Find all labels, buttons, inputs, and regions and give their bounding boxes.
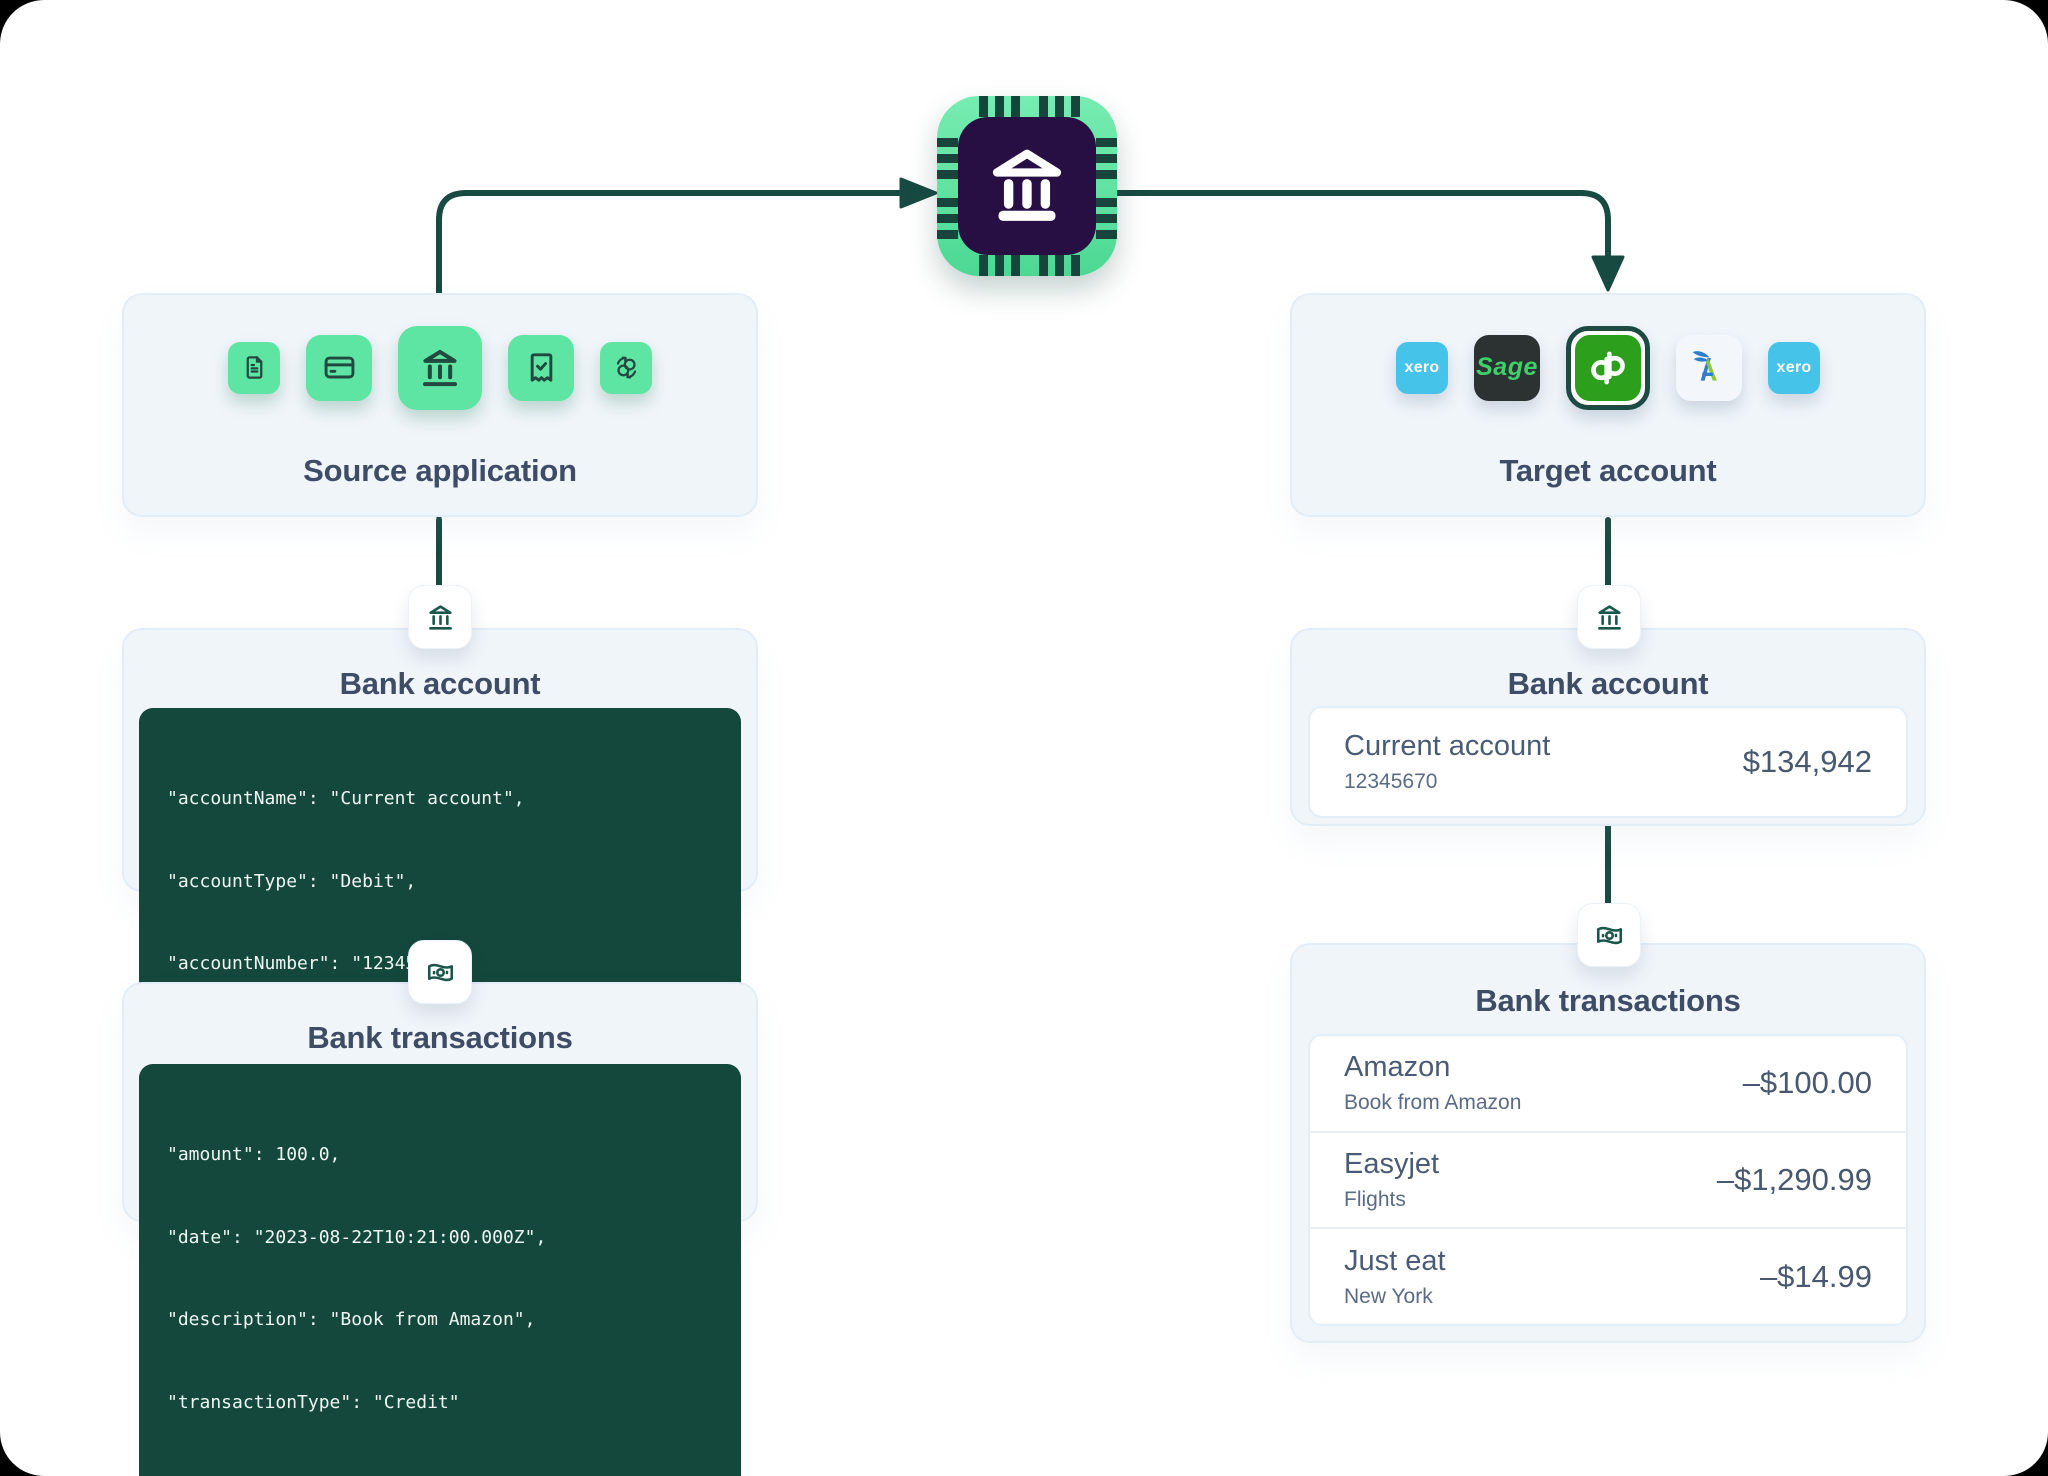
transaction-amount: –$14.99 bbox=[1760, 1259, 1872, 1295]
transaction-name: Easyjet bbox=[1344, 1148, 1439, 1181]
transaction-row: Easyjet Flights –$1,290.99 bbox=[1310, 1131, 1906, 1228]
transaction-description: Book from Amazon bbox=[1344, 1091, 1521, 1115]
bank-transactions-title: Bank transactions bbox=[124, 1020, 756, 1056]
source-icons-row bbox=[124, 295, 756, 440]
bank-icon bbox=[1594, 602, 1625, 633]
quickbooks-logo-inner bbox=[1575, 335, 1641, 401]
sage-logo: Sage bbox=[1474, 335, 1540, 401]
bank-icon bbox=[425, 602, 456, 633]
bank-account-title: Bank account bbox=[124, 666, 756, 702]
transactions-list-card: Amazon Book from Amazon –$100.00 Easyjet… bbox=[1308, 1034, 1908, 1326]
source-bank-transactions-panel: Bank transactions "amount": 100.0, "date… bbox=[122, 982, 758, 1222]
bank-icon bbox=[982, 141, 1072, 231]
source-bank-account-panel: Bank account "accountName": "Current acc… bbox=[122, 628, 758, 892]
transaction-name: Just eat bbox=[1344, 1245, 1446, 1278]
source-application-panel: Source application bbox=[122, 293, 758, 517]
arrow-chip-to-target bbox=[1117, 193, 1608, 258]
sage-logo-text: Sage bbox=[1476, 353, 1538, 382]
account-name: Current account bbox=[1344, 730, 1550, 763]
target-account-panel: xero Sage bbox=[1290, 293, 1926, 517]
transaction-row: Amazon Book from Amazon –$100.00 bbox=[1310, 1036, 1906, 1131]
target-panel-title: Target account bbox=[1292, 453, 1924, 489]
xero-logo: xero bbox=[1396, 342, 1448, 394]
code-line: "amount": 100.0, bbox=[167, 1141, 713, 1169]
source-panel-title: Source application bbox=[124, 453, 756, 489]
code-line: "accountType": "Debit", bbox=[167, 868, 713, 896]
chip-pins bbox=[1039, 96, 1080, 117]
target-bank-transactions-panel: Bank transactions Amazon Book from Amazo… bbox=[1290, 943, 1926, 1343]
bank-account-badge bbox=[1577, 585, 1641, 649]
transaction-name: Amazon bbox=[1344, 1051, 1521, 1084]
transaction-description: Flights bbox=[1344, 1188, 1439, 1212]
code-line: "transactionType": "Credit" bbox=[167, 1389, 713, 1417]
freeagent-a-glyph bbox=[1688, 347, 1730, 389]
banknote-icon bbox=[1594, 920, 1625, 951]
transaction-info: Easyjet Flights bbox=[1344, 1148, 1439, 1212]
quickbooks-logo bbox=[1566, 326, 1650, 410]
transaction-amount: –$100.00 bbox=[1743, 1065, 1872, 1101]
bank-chip-icon bbox=[937, 96, 1117, 276]
target-bank-account-panel: Bank account Current account 12345670 $1… bbox=[1290, 628, 1926, 826]
transaction-info: Just eat New York bbox=[1344, 1245, 1446, 1309]
chip-pins bbox=[979, 96, 1020, 117]
chip-pins bbox=[1096, 138, 1117, 179]
arrowhead-right-icon bbox=[901, 179, 936, 207]
coins-sync-icon bbox=[600, 342, 652, 394]
freeagent-logo bbox=[1676, 335, 1742, 401]
xero-logo-text: xero bbox=[1405, 359, 1440, 377]
target-logos-row: xero Sage bbox=[1292, 295, 1924, 440]
quickbooks-qb-glyph bbox=[1585, 345, 1631, 391]
bank-account-title: Bank account bbox=[1292, 666, 1924, 702]
transaction-info: Amazon Book from Amazon bbox=[1344, 1051, 1521, 1115]
bank-transactions-title: Bank transactions bbox=[1292, 983, 1924, 1019]
document-icon bbox=[228, 342, 280, 394]
chip-pins bbox=[937, 138, 958, 179]
banknote-icon bbox=[425, 957, 456, 988]
bank-account-badge bbox=[408, 585, 472, 649]
bank-transactions-json-block: "amount": 100.0, "date": "2023-08-22T10:… bbox=[139, 1064, 741, 1476]
xero-logo: xero bbox=[1768, 342, 1820, 394]
code-line: "date": "2023-08-22T10:21:00.000Z", bbox=[167, 1224, 713, 1252]
chip-pins bbox=[937, 198, 958, 239]
code-line: "accountName": "Current account", bbox=[167, 785, 713, 813]
account-summary-card: Current account 12345670 $134,942 bbox=[1308, 706, 1908, 818]
account-number: 12345670 bbox=[1344, 770, 1550, 794]
account-balance: $134,942 bbox=[1743, 744, 1872, 780]
chip-pins bbox=[1039, 255, 1080, 276]
arrowhead-down-icon bbox=[1593, 257, 1623, 290]
transaction-description: New York bbox=[1344, 1285, 1446, 1309]
chip-core bbox=[958, 117, 1096, 255]
bank-transactions-badge bbox=[408, 940, 472, 1004]
chip-pins bbox=[979, 255, 1020, 276]
chip-pins bbox=[1096, 198, 1117, 239]
receipt-check-icon bbox=[508, 335, 574, 401]
credit-card-icon bbox=[306, 335, 372, 401]
transaction-amount: –$1,290.99 bbox=[1717, 1162, 1872, 1198]
transaction-row: Just eat New York –$14.99 bbox=[1310, 1227, 1906, 1324]
xero-logo-text: xero bbox=[1777, 359, 1812, 377]
code-line: "description": "Book from Amazon", bbox=[167, 1306, 713, 1334]
account-info: Current account 12345670 bbox=[1344, 730, 1550, 794]
bank-transactions-badge bbox=[1577, 903, 1641, 967]
bank-icon bbox=[398, 326, 482, 410]
